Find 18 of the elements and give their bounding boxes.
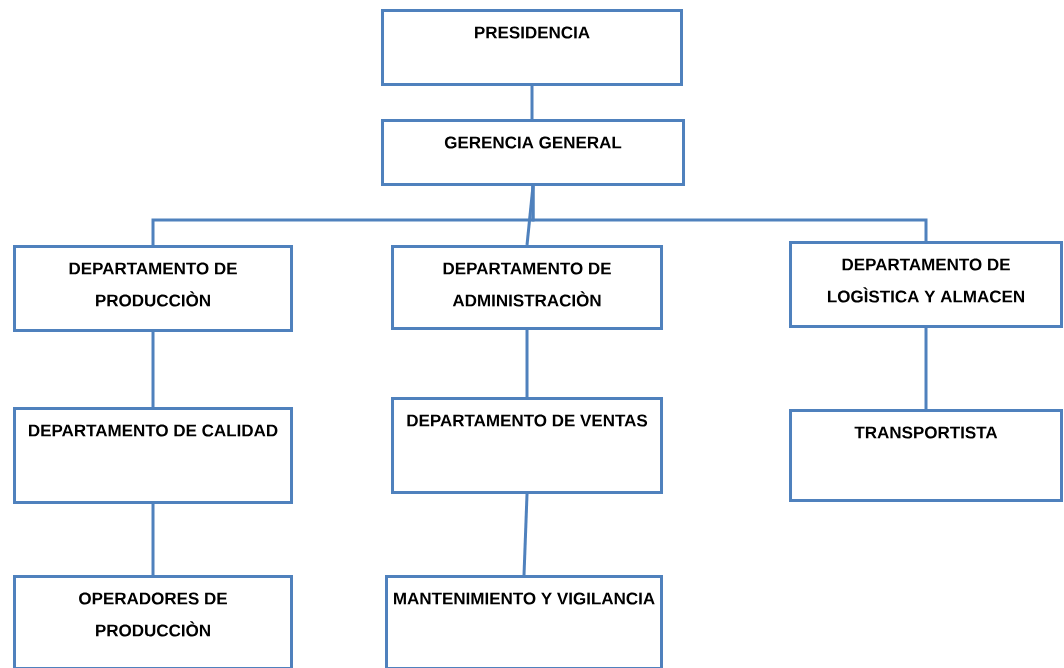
connector-line <box>522 493 529 576</box>
connector-line <box>151 332 155 407</box>
department-box: DEPARTAMENTO DE LOGÌSTICA Y ALMACEN <box>789 241 1063 328</box>
department-box: OPERADORES DE PRODUCCIÒN <box>13 575 293 668</box>
department-box: DEPARTAMENTO DE VENTAS <box>391 397 663 494</box>
department-box: DEPARTAMENTO DE CALIDAD <box>13 407 293 504</box>
connector-line <box>924 328 928 409</box>
connector-line <box>525 185 535 246</box>
department-box: DEPARTAMENTO DE ADMINISTRACIÒN <box>391 245 663 330</box>
department-box: DEPARTAMENTO DE PRODUCCIÒN <box>13 245 293 332</box>
connector-line <box>531 186 928 241</box>
connector-line <box>530 86 534 119</box>
connector-line <box>151 504 155 575</box>
presidency-box: PRESIDENCIA <box>381 9 683 86</box>
management-box: GERENCIA GENERAL <box>381 119 685 186</box>
department-box: MANTENIMIENTO Y VIGILANCIA <box>385 575 663 668</box>
connector-line <box>525 330 529 397</box>
department-box: TRANSPORTISTA <box>789 409 1063 502</box>
